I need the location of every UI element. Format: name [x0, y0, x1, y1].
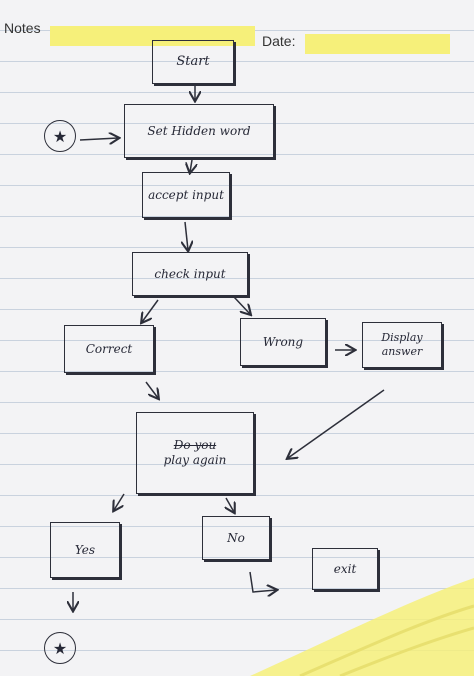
arrow-accept-to-check	[185, 221, 188, 250]
arrow-check-to-wrong	[233, 296, 250, 314]
yes-node: Yes	[50, 522, 120, 578]
exit-node: exit	[312, 548, 378, 590]
notes-label: Notes	[4, 20, 41, 36]
check-input-node: check input	[132, 252, 248, 296]
arrow-star-to-set	[79, 138, 118, 140]
wrong-node: Wrong	[240, 318, 326, 366]
start-node: Start	[152, 40, 234, 84]
play-again-text: play again	[163, 453, 227, 467]
play-again-struck-text: Do you	[173, 438, 217, 452]
display-answer-node: Display answer	[362, 322, 442, 368]
arrow-playagain-to-no	[226, 497, 234, 512]
correct-node: Correct	[64, 325, 154, 373]
end-connector-icon: ★	[44, 632, 76, 664]
notes-highlight-bar	[50, 26, 255, 46]
date-highlight-bar	[305, 34, 450, 54]
arrow-no-to-exit	[249, 571, 276, 592]
accept-input-node: accept input	[142, 172, 230, 218]
play-again-node: Do you play again	[136, 412, 254, 494]
date-label: Date:	[262, 33, 296, 49]
arrow-playagain-to-yes	[114, 493, 125, 510]
arrow-check-to-correct	[142, 299, 159, 322]
arrow-correct-to-playagain	[145, 381, 158, 398]
arrow-display-to-playagain	[288, 389, 385, 458]
arrow-set-to-accept	[190, 159, 192, 172]
start-connector-icon: ★	[44, 120, 76, 152]
set-hidden-word-node: Set Hidden word	[124, 104, 274, 158]
no-node: No	[202, 516, 270, 560]
